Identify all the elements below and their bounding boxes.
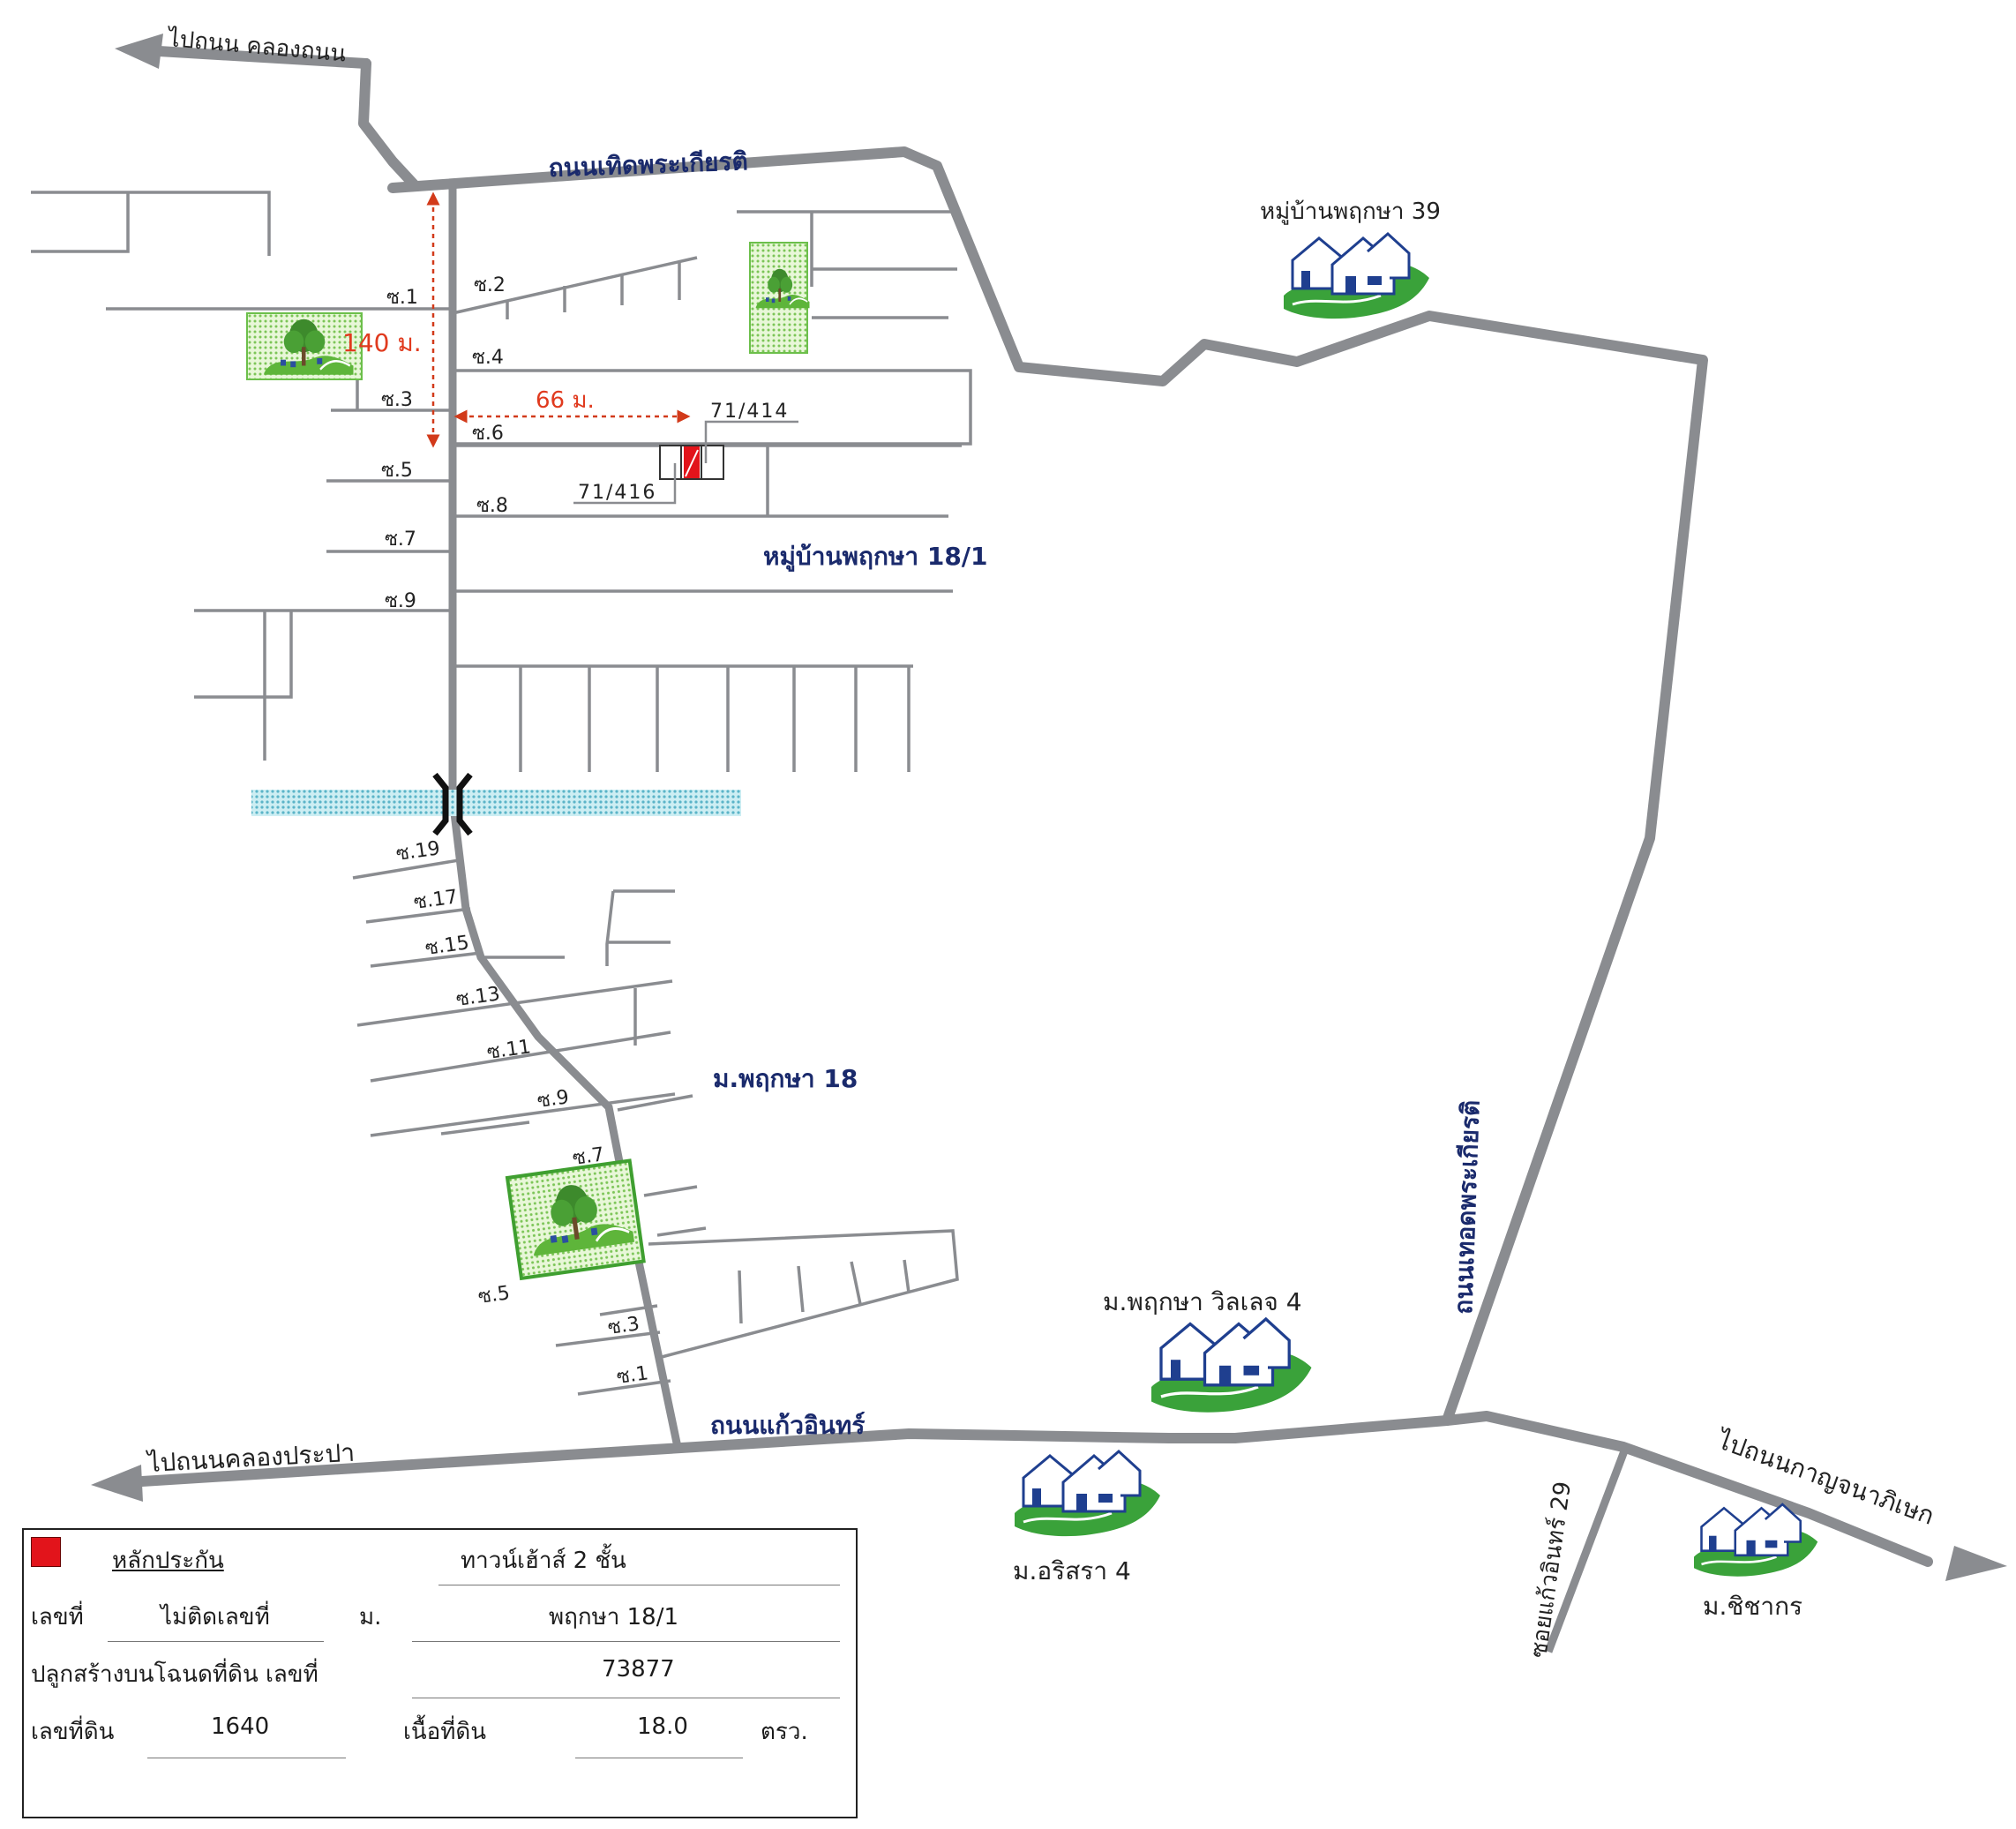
park-icon: [505, 1158, 646, 1281]
area-value: 18.0: [637, 1713, 688, 1740]
house-label-71-414: 71/414: [710, 401, 789, 423]
soi-label: ซ.1: [615, 1362, 649, 1389]
canal: [251, 790, 741, 816]
property-info-box: หลักประกัน ทาวน์เฮ้าส์ 2 ชั้น เลขที่ ไม่…: [22, 1528, 858, 1818]
village-label-arisara-4: ม.อริสรา 4: [1013, 1556, 1131, 1585]
area-label: เนื้อที่ดิน: [403, 1719, 487, 1745]
soi-label: ซ.11: [485, 1036, 532, 1064]
village-label: ม.: [359, 1604, 382, 1630]
arrow-khlong-prapa: [91, 1465, 143, 1502]
house-label-71-416: 71/416: [578, 482, 656, 504]
arrow-kanchanaphisek: [1945, 1546, 2007, 1581]
soi-label: ซ.7: [385, 528, 416, 551]
road-thoet-phra-kiat: [387, 146, 1708, 1426]
house-icon-arisara-4: [1013, 1450, 1162, 1538]
leader-71-414: [704, 420, 798, 463]
village-label-pruksa-39: หมู่บ้านพฤกษา 39: [1260, 199, 1441, 225]
title-deed-label: ปลูกสร้างบนโฉนดที่ดิน เลขที่: [31, 1661, 319, 1688]
park-icon: [246, 312, 363, 380]
road-label-thoet-phra-kiat-side: ถนนเทอดพระเกียรติ: [1449, 1099, 1485, 1315]
soi-kaeo-in-29: [1544, 1447, 1630, 1653]
soi-label: ซ.9: [536, 1086, 570, 1113]
village-label-pruksa-village-4: ม.พฤกษา วิลเลจ 4: [1103, 1287, 1302, 1316]
village-value: พฤกษา 18/1: [549, 1604, 679, 1630]
soi-label: ซ.3: [606, 1313, 641, 1339]
village-label-chichakorn: ม.ชิชากร: [1703, 1592, 1802, 1621]
distance-label-horizontal: 66 ม.: [536, 387, 595, 414]
soi-label: ซ.6: [472, 423, 504, 445]
soi-label: ซ.7: [571, 1143, 605, 1170]
road-label-soi-kaeo-in-29: ซอยแก้วอินทร์ 29: [1525, 1480, 1577, 1660]
soi-label: ซ.2: [474, 274, 506, 296]
soi-label: ซ.4: [472, 347, 504, 369]
soi-label: ซ.9: [385, 590, 416, 612]
land-no-value: 1640: [211, 1713, 270, 1740]
leader-71-416: [573, 463, 677, 505]
road-to-khlong-thanon: [358, 58, 420, 191]
park-icon: [749, 242, 811, 354]
road-label-kaeo-in: ถนนแก้วอินทร์: [710, 1411, 865, 1440]
area-unit: ตรว.: [761, 1719, 808, 1745]
soi-label: ซ.5: [476, 1282, 511, 1308]
village-label-pruksa-18: ม.พฤกษา 18: [713, 1064, 858, 1093]
pruksa-18-1-lanes: [452, 210, 972, 772]
distance-label-vertical: 140 ม.: [342, 328, 422, 357]
house-no-value: ไม่ติดเลขที่: [161, 1604, 270, 1630]
arrow-khlong-thanon: [115, 34, 163, 69]
road-kaeo-in: [123, 1411, 1933, 1567]
property-type: ทาวน์เฮ้าส์ 2 ชั้น: [461, 1548, 626, 1574]
house-icon-pruksa-village-4: [1150, 1317, 1314, 1414]
collateral-label: หลักประกัน: [112, 1548, 224, 1574]
house-icon-pruksa-39: [1282, 232, 1431, 320]
title-deed-value: 73877: [602, 1656, 675, 1683]
pruksa-18-lanes: [352, 858, 959, 1396]
soi-label: ซ.1: [386, 287, 418, 309]
soi-label: ซ.19: [394, 837, 441, 866]
house-no-label: เลขที่: [31, 1604, 84, 1630]
bridge-icon: [432, 772, 473, 836]
road-label-thoet-phra-kiat: ถนนเทิดพระเกียรติ: [548, 146, 748, 183]
soi-label: ซ.8: [476, 495, 508, 517]
land-no-label: เลขที่ดิน: [31, 1719, 115, 1745]
collateral-legend-marker: [31, 1537, 61, 1567]
soi-label: ซ.3: [381, 389, 413, 411]
road-arrow-khlong-thanon: [154, 46, 371, 69]
soi-label: ซ.5: [381, 460, 413, 482]
village-label-pruksa-18-1: หมู่บ้านพฤกษา 18/1: [763, 542, 988, 572]
